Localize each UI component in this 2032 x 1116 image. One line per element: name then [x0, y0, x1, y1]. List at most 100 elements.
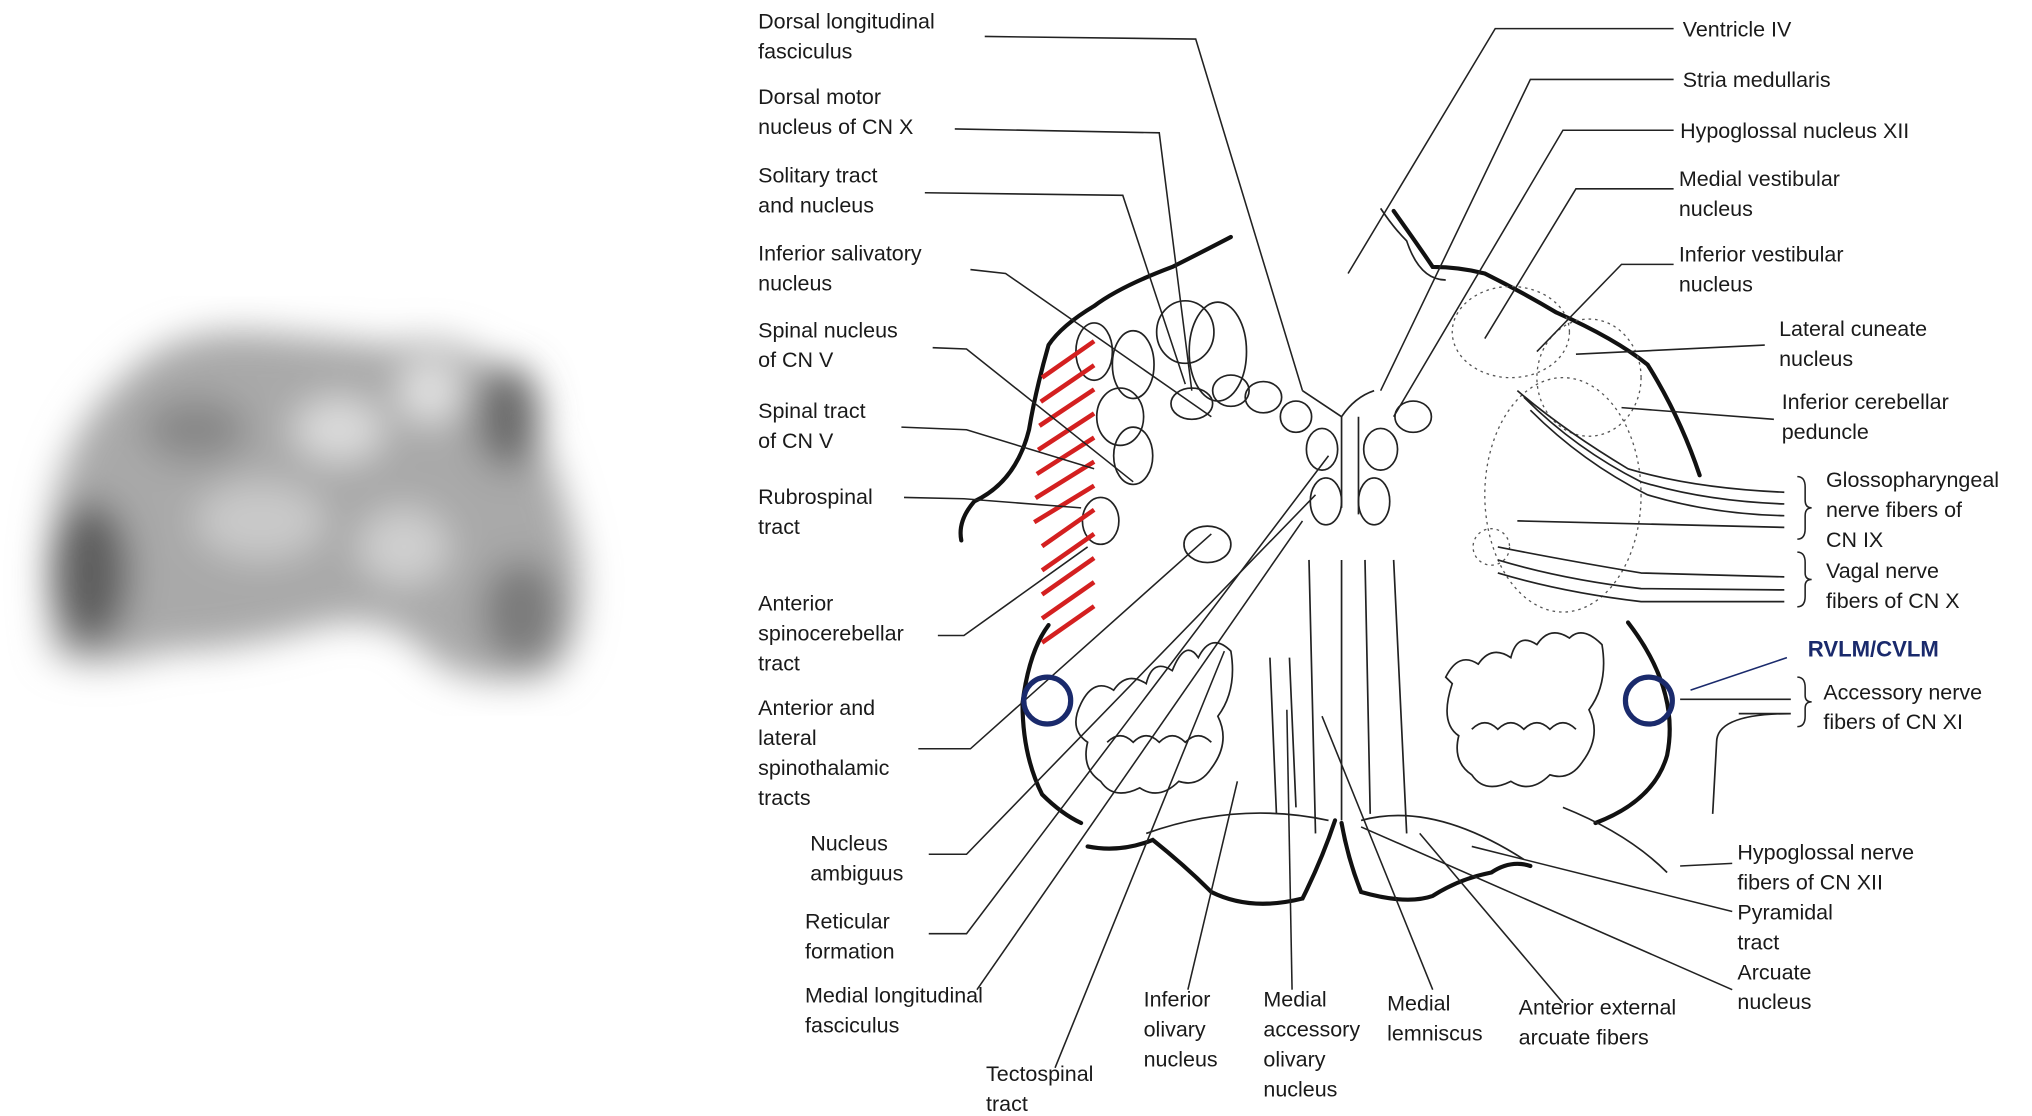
label-line: Dorsal longitudinal	[758, 10, 935, 34]
label-line: Inferior	[1144, 988, 1211, 1012]
label-line: olivary	[1144, 1018, 1206, 1042]
label-line: Arcuate	[1737, 960, 1811, 984]
label-line: spinocerebellar	[758, 622, 904, 646]
label-line: nucleus	[1679, 273, 1753, 297]
label-line: Lateral cuneate	[1779, 317, 1927, 341]
label-line: ambiguus	[810, 861, 903, 885]
label-line: Solitary tract	[758, 163, 877, 187]
label-line: Dorsal motor	[758, 85, 881, 109]
label-hypoglossal-nucleus: Hypoglossal nucleus XII	[1680, 119, 1909, 143]
label-line: accessory	[1263, 1018, 1360, 1042]
label-line: of CN V	[758, 348, 834, 372]
label-line: Spinal nucleus	[758, 318, 898, 342]
hatch-line	[1040, 507, 1096, 549]
label-line: nerve fibers of	[1826, 498, 1962, 522]
label-line: Tectospinal	[986, 1062, 1093, 1086]
label-line: CN IX	[1826, 528, 1883, 552]
label-line: spinothalamic	[758, 756, 890, 780]
nerve-fibers	[1497, 390, 1791, 874]
label-line: Hypoglossal nucleus XII	[1680, 119, 1909, 143]
label-line: tract	[1737, 930, 1779, 954]
rvlm-cvlm-label: RVLM/CVLM	[1808, 636, 1939, 661]
leader-lines	[901, 27, 1788, 1069]
label-glossopharyngeal: Glossopharyngeal nerve fibers of CN IX	[1826, 468, 1999, 552]
label-line: Stria medullaris	[1683, 68, 1831, 92]
label-line: and nucleus	[758, 193, 874, 217]
label-line: Anterior	[758, 592, 833, 616]
label-line: Anterior and	[758, 696, 875, 720]
label-nucleus-ambiguus: Nucleus ambiguus	[810, 831, 903, 885]
label-line: fibers of CN XI	[1823, 710, 1963, 734]
label-line: tracts	[758, 786, 811, 810]
label-line: nucleus	[1737, 990, 1811, 1014]
blurred-medulla-image	[47, 331, 581, 681]
label-line: Vagal nerve	[1826, 559, 1939, 583]
label-line: nucleus	[758, 271, 832, 295]
label-line: Ventricle IV	[1683, 17, 1792, 41]
label-line: fasciculus	[805, 1014, 899, 1038]
label-line: peduncle	[1782, 420, 1869, 444]
hatch-line	[1040, 604, 1096, 645]
hatched-region	[1033, 339, 1096, 645]
label-line: nucleus	[1263, 1077, 1337, 1101]
label-line: Medial vestibular	[1679, 167, 1840, 191]
label-line: Inferior salivatory	[758, 241, 922, 265]
label-line: Spinal tract	[758, 399, 865, 423]
hatch-line	[1034, 459, 1096, 501]
hatch-line	[1040, 532, 1096, 573]
nuclei-right	[1357, 285, 1642, 613]
label-line: formation	[805, 939, 895, 963]
label-line: Nucleus	[810, 831, 888, 855]
label-line: Medial longitudinal	[805, 984, 983, 1008]
medulla-outline	[958, 207, 1791, 906]
label-medial-longitudinal-fasciculus: Medial longitudinal fasciculus	[805, 984, 983, 1038]
label-line: nucleus of CN X	[758, 115, 913, 139]
label-stria-medullaris: Stria medullaris	[1683, 68, 1831, 92]
label-line: arcuate fibers	[1519, 1025, 1649, 1049]
label-line: nucleus	[1144, 1048, 1218, 1072]
rvlm-circle-left	[1021, 674, 1074, 727]
label-line: Medial	[1263, 988, 1326, 1012]
label-line: fibers of CN X	[1826, 589, 1960, 613]
hatch-line	[1039, 363, 1096, 404]
label-line: fasciculus	[758, 40, 852, 64]
label-line: lateral	[758, 726, 816, 750]
label-anterior-spinocerebellar: Anterior spinocerebellar tract	[758, 592, 904, 676]
label-line: Medial	[1387, 992, 1450, 1016]
label-line: Accessory nerve	[1823, 680, 1982, 704]
label-line: Glossopharyngeal	[1826, 468, 1999, 492]
label-line: Rubrospinal	[758, 485, 873, 509]
label-inferior-olivary: Inferior olivary nucleus	[1144, 988, 1218, 1072]
label-dorsal-motor-nucleus: Dorsal motor nucleus of CN X	[758, 85, 913, 139]
hatch-line	[1040, 580, 1096, 621]
label-line: fibers of CN XII	[1737, 870, 1883, 894]
olivary-nuclei	[1075, 632, 1605, 814]
label-spinal-nucleus-v: Spinal nucleus of CN V	[758, 318, 898, 372]
rvlm-arrow	[1690, 656, 1788, 691]
label-line: nucleus	[1679, 197, 1753, 221]
label-arcuate-nucleus: Arcuate nucleus	[1737, 960, 1811, 1014]
label-accessory: Accessory nerve fibers of CN XI	[1823, 680, 1982, 734]
label-inferior-cerebellar-peduncle: Inferior cerebellar peduncle	[1782, 390, 1949, 444]
label-line: tract	[986, 1092, 1028, 1116]
hatch-line	[1036, 411, 1096, 452]
label-vagal: Vagal nerve fibers of CN X	[1826, 559, 1960, 613]
label-inferior-salivatory: Inferior salivatory nucleus	[758, 241, 922, 295]
label-line: tract	[758, 652, 800, 676]
label-dorsal-longitudinal-fasciculus: Dorsal longitudinal fasciculus	[758, 10, 935, 64]
label-line: Inferior cerebellar	[1782, 390, 1949, 414]
hatch-line	[1040, 339, 1096, 380]
hatch-line	[1033, 483, 1096, 525]
label-tectospinal: Tectospinal tract	[986, 1062, 1093, 1116]
